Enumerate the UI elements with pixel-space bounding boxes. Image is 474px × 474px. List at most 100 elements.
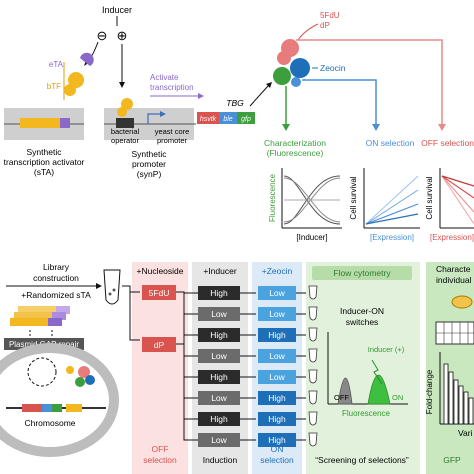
footer-on-1: ON: [271, 444, 284, 454]
synp-title-3: (synP): [137, 169, 162, 179]
zeocin-box: [258, 286, 296, 300]
culture-tube: [308, 348, 318, 363]
footer-gfp: GFP: [443, 455, 461, 465]
characterization-label-2: (Fluorescence): [267, 148, 324, 158]
fold-change-bar: [468, 397, 474, 425]
eta-gene: [60, 118, 70, 128]
cell-survival-axis-1: Cell survival: [349, 176, 358, 219]
zeocin-box: [258, 349, 296, 363]
zeocin-header: +Zeocin: [262, 266, 293, 276]
induction-box: [198, 412, 240, 426]
flow-header-bg: [312, 266, 412, 280]
dp-box: [142, 337, 176, 352]
chromosome-segment-4: [66, 404, 82, 412]
operator-label: operator: [111, 136, 139, 145]
off-selection-label: OFF selection: [421, 138, 474, 148]
transcription-label: transcription: [150, 83, 194, 92]
induction-box-label: Low: [211, 351, 227, 361]
plus-symbol: ⊕: [117, 28, 128, 43]
tbg-to-protein-arrow: [249, 85, 269, 107]
characterization-column: [426, 262, 474, 474]
zeocin-box: [258, 370, 296, 384]
cell-outline: [0, 343, 119, 457]
tbg-protein-small-3: [75, 377, 85, 387]
induction-box: [198, 391, 240, 405]
off-branch: [296, 39, 443, 126]
hsvtk-text: hsvtk: [200, 116, 217, 123]
on-branch: [302, 79, 377, 126]
zeocin-box: [258, 412, 296, 426]
fdu-arrow: [297, 23, 319, 41]
fluorescence-axis-label: Fluorescence: [268, 173, 277, 222]
zeocin-box-label: Low: [269, 351, 285, 361]
inducer-on-label-1: Inducer-ON: [340, 306, 384, 316]
minus-symbol: ⊖: [97, 28, 108, 43]
culture-tube: [308, 327, 318, 342]
construction-label: construction: [33, 273, 79, 283]
zeocin-box-label: Low: [269, 309, 285, 319]
induction-box-label: High: [210, 414, 228, 424]
fdu-box: [142, 285, 176, 300]
fold-change-bars: [439, 352, 474, 425]
btf-gene: [20, 118, 60, 128]
zeocin-box-label: High: [268, 414, 286, 424]
arrowhead: [282, 124, 290, 131]
char-header-1: Characte: [436, 264, 471, 274]
fold-change-bar: [448, 371, 454, 425]
fluorescence-axis-bottom: Fluorescence: [342, 409, 391, 418]
induction-box: [198, 349, 240, 363]
fold-change-bar: [453, 379, 459, 425]
yeast-core-label: yeast core: [155, 127, 190, 136]
induction-box: [198, 370, 240, 384]
arrowhead: [198, 93, 204, 99]
chromosome-segment-2: [42, 404, 52, 412]
btf-shape-2: [64, 84, 76, 96]
arrowhead: [438, 124, 446, 131]
zeocin-box: [258, 433, 296, 447]
fold-change-bar: [463, 391, 469, 425]
expression-axis-1: [Expression]: [370, 233, 414, 242]
synp-title-1: Synthetic: [132, 149, 168, 159]
zeocin-box-label: High: [268, 435, 286, 445]
ble-protein: [290, 58, 310, 78]
arrowhead: [96, 283, 102, 289]
footer-screening: “Screening of selections”: [315, 455, 409, 465]
fdu-label: 5FdU: [320, 11, 340, 20]
induction-box: [198, 307, 240, 321]
sta-protein-small: [66, 366, 74, 374]
ble-text: ble: [223, 116, 232, 123]
inducer-on-label-2: switches: [346, 317, 379, 327]
eta-label: eTA: [49, 60, 64, 69]
ble-segment: [219, 112, 237, 124]
gfp-protein: [273, 67, 291, 85]
chromosome-label: Chromosome: [24, 418, 75, 428]
fdu-box-label: 5FdU: [149, 288, 170, 298]
inducer-plus-label: Inducer (+): [368, 345, 405, 354]
chromosome-segment-3: [52, 404, 62, 412]
bound-btf-2: [117, 107, 127, 117]
library-label: Library: [43, 262, 70, 272]
induction-box-label: Low: [211, 435, 227, 445]
induction-box-label: High: [210, 330, 228, 340]
fold-change-bar: [458, 385, 464, 425]
induction-box-label: High: [210, 372, 228, 382]
variants-axis-label: Vari: [458, 428, 473, 438]
footer-off-2: selection: [143, 455, 177, 465]
foldchange-axis-label: Fold-change: [425, 369, 434, 414]
footer-induction: Induction: [203, 455, 238, 465]
zeocin-box: [258, 307, 296, 321]
activate-label: Activate: [150, 73, 179, 82]
sta-title-2: transcription activator: [4, 157, 85, 167]
chromosome-segment: [22, 404, 42, 412]
flow-histogram: [327, 332, 408, 405]
fold-change-bar: [443, 363, 449, 425]
induction-box: [198, 433, 240, 447]
on-selection-plot: [363, 168, 420, 229]
colony-plate: [451, 295, 473, 309]
footer-off-1: OFF: [152, 444, 169, 454]
zeocin-box: [258, 328, 296, 342]
tree-connector-2: [122, 285, 140, 293]
induction-box: [198, 286, 240, 300]
culture-tube: [308, 285, 318, 300]
